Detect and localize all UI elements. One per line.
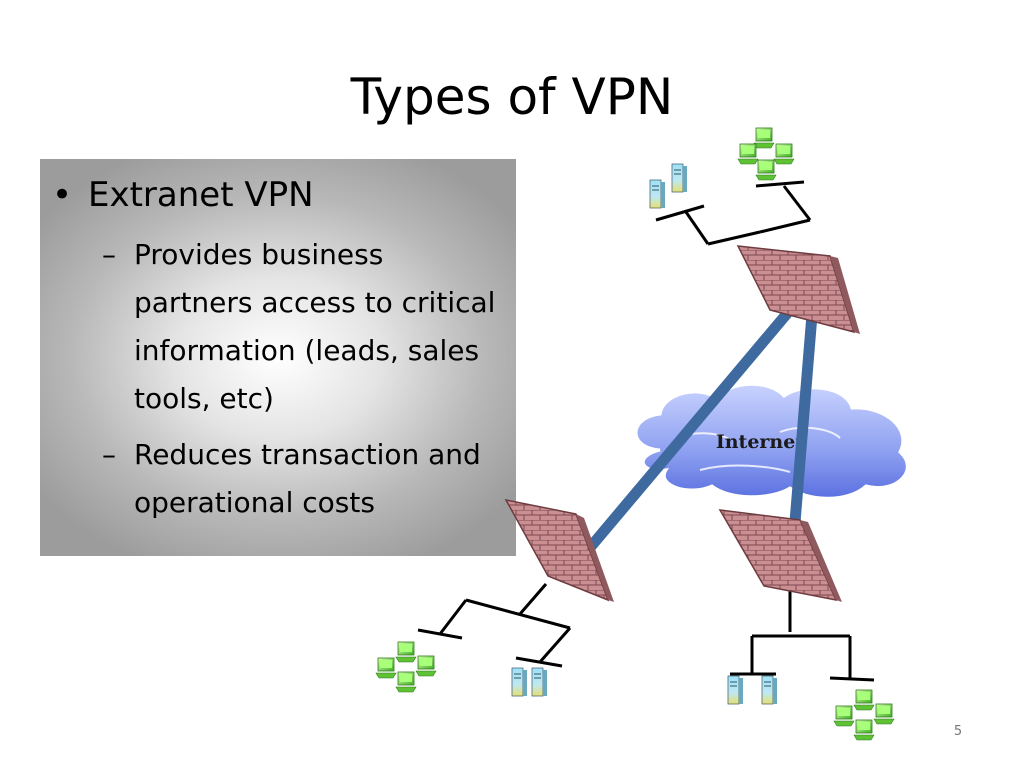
sub-bullet-marker: – (102, 438, 116, 471)
sub-bullet: – Provides business partners access to c… (102, 231, 506, 423)
firewall-icon (504, 498, 614, 602)
bullet-item: • Extranet VPN (52, 173, 314, 217)
vpn-tunnel (583, 306, 795, 554)
vpn-tunnel (789, 314, 818, 523)
content-box: • Extranet VPN – Provides business partne… (40, 159, 516, 556)
workstation-icon (737, 127, 795, 181)
firewall-icon (736, 245, 860, 334)
sub-bullet-marker: – (102, 238, 116, 271)
server-icon (511, 667, 548, 697)
sub-bullet: – Reduces transaction and operational co… (102, 431, 506, 527)
bullet-marker: • (52, 175, 73, 215)
lan-wiring-bottom-right (730, 588, 875, 682)
sub-bullet-text: Provides business partners access to cri… (134, 238, 496, 415)
page-number: 5 (953, 724, 963, 739)
slide-title: Types of VPN (350, 68, 674, 126)
bullet-text: Extranet VPN (88, 175, 314, 215)
internet-label: Internet (716, 431, 804, 453)
workstation-icon (833, 689, 895, 741)
firewall-icon (718, 509, 842, 602)
lan-wiring-bottom-left (417, 583, 572, 668)
workstation-icon (375, 641, 437, 693)
lan-wiring-top (655, 180, 812, 246)
server-icon (727, 675, 778, 705)
server-icon (649, 163, 688, 209)
sub-bullet-text: Reduces transaction and operational cost… (134, 438, 481, 519)
